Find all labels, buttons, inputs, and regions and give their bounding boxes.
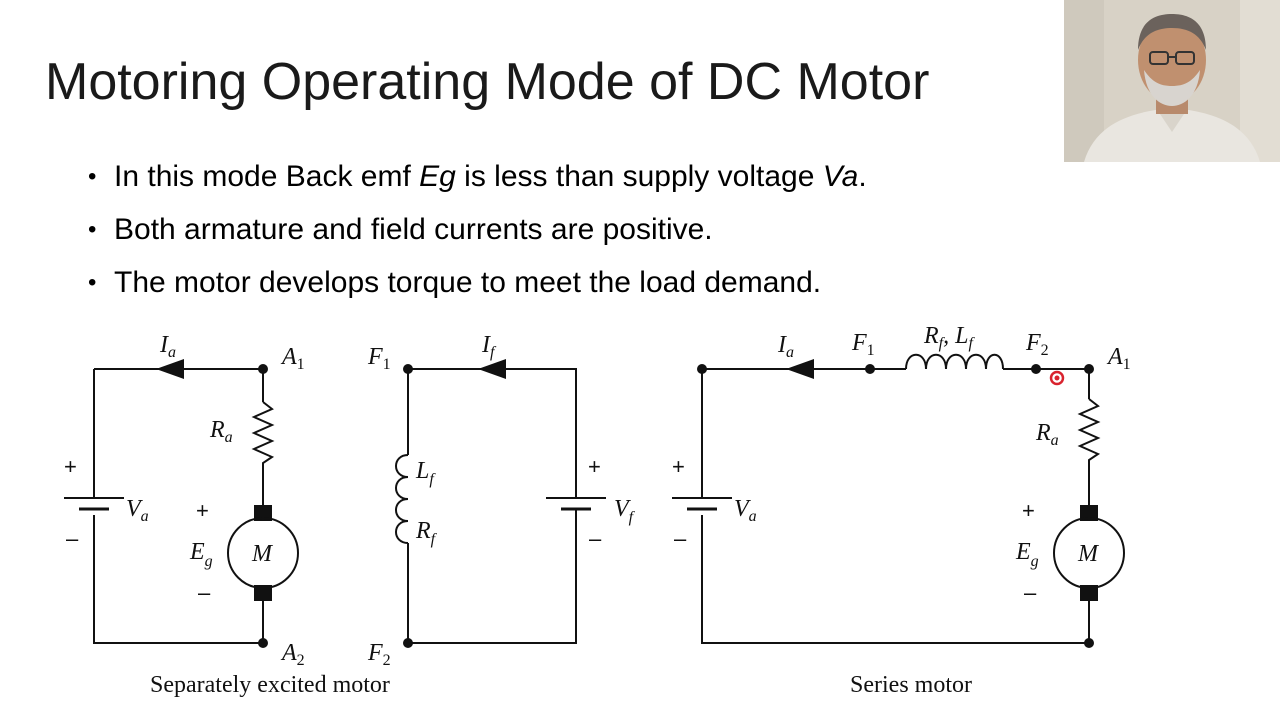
bullet-item: • In this mode Back emf Eg is less than s… [88, 152, 867, 205]
label-series-rf-lf: Rf, Lf [923, 323, 975, 352]
series-motor-symbol [1053, 505, 1125, 601]
presenter-webcam [1064, 0, 1280, 162]
bullet-dot: • [88, 163, 97, 190]
label-series-ia: Ia [777, 332, 794, 361]
se-field-loop [395, 359, 577, 644]
label-ra: Ra [209, 417, 233, 446]
caption-separately-excited: Separately excited motor [150, 672, 390, 698]
label-a2: A2 [280, 640, 305, 669]
label-series-f1: F1 [851, 330, 875, 359]
bullet-text: is less than supply voltage [455, 160, 823, 193]
bullet-emph-eg: Eg [419, 160, 456, 193]
label-series-eg: Eg [1015, 539, 1039, 570]
label-va-plus: + [64, 454, 77, 479]
label-series-va: Va [734, 496, 757, 525]
bullet-dot: • [88, 216, 97, 243]
label-eg: Eg [189, 539, 213, 570]
label-va: Va [126, 496, 149, 525]
bullet-dot: • [88, 269, 97, 296]
caption-series-motor: Series motor [850, 672, 972, 698]
se-armature-loop [93, 359, 275, 644]
se-motor-symbol [227, 505, 299, 601]
bullet-emph-va: Va [822, 160, 859, 193]
bullet-list: • In this mode Back emf Eg is less than s… [88, 152, 867, 311]
label-vf-plus: + [588, 454, 601, 479]
bullet-text: In this mode Back emf [114, 160, 420, 193]
se-va-battery [64, 497, 124, 511]
bullet-item: • The motor develops torque to meet the l… [88, 258, 867, 311]
label-series-va-minus: – [674, 526, 687, 551]
label-ia: Ia [159, 332, 176, 361]
bullet-item: • Both armature and field currents are po… [88, 205, 867, 258]
label-series-a1: A1 [1106, 344, 1131, 373]
label-series-motor-m: M [1077, 541, 1100, 567]
label-series-eg-minus: – [1024, 580, 1037, 605]
label-f1: F1 [367, 344, 391, 373]
label-if: If [481, 332, 497, 361]
label-a1: A1 [280, 344, 305, 373]
se-vf-battery [546, 497, 606, 511]
label-eg-minus: – [198, 580, 211, 605]
label-f2: F2 [367, 640, 391, 669]
label-vf-minus: – [589, 526, 602, 551]
label-vf: Vf [614, 496, 636, 526]
label-eg-plus: + [196, 498, 209, 523]
pointer-cursor [1049, 370, 1065, 386]
slide-title: Motoring Operating Mode of DC Motor [45, 53, 930, 111]
label-series-eg-plus: + [1022, 498, 1035, 523]
label-va-minus: – [66, 526, 79, 551]
bullet-text: . [858, 160, 867, 193]
bullet-text: The motor develops torque to meet the lo… [114, 266, 822, 299]
terminal-dots [258, 364, 1094, 648]
label-lf: Lf [415, 458, 436, 488]
series-loop [701, 353, 1101, 644]
label-series-ra: Ra [1035, 420, 1059, 449]
series-va-battery [672, 497, 732, 511]
bullet-text: Both armature and field currents are pos… [114, 213, 713, 246]
label-rf: Rf [415, 518, 438, 548]
label-series-f2: F2 [1025, 330, 1049, 359]
label-series-va-plus: + [672, 454, 685, 479]
presenter-figure [1064, 0, 1280, 162]
label-motor-m: M [251, 541, 274, 567]
